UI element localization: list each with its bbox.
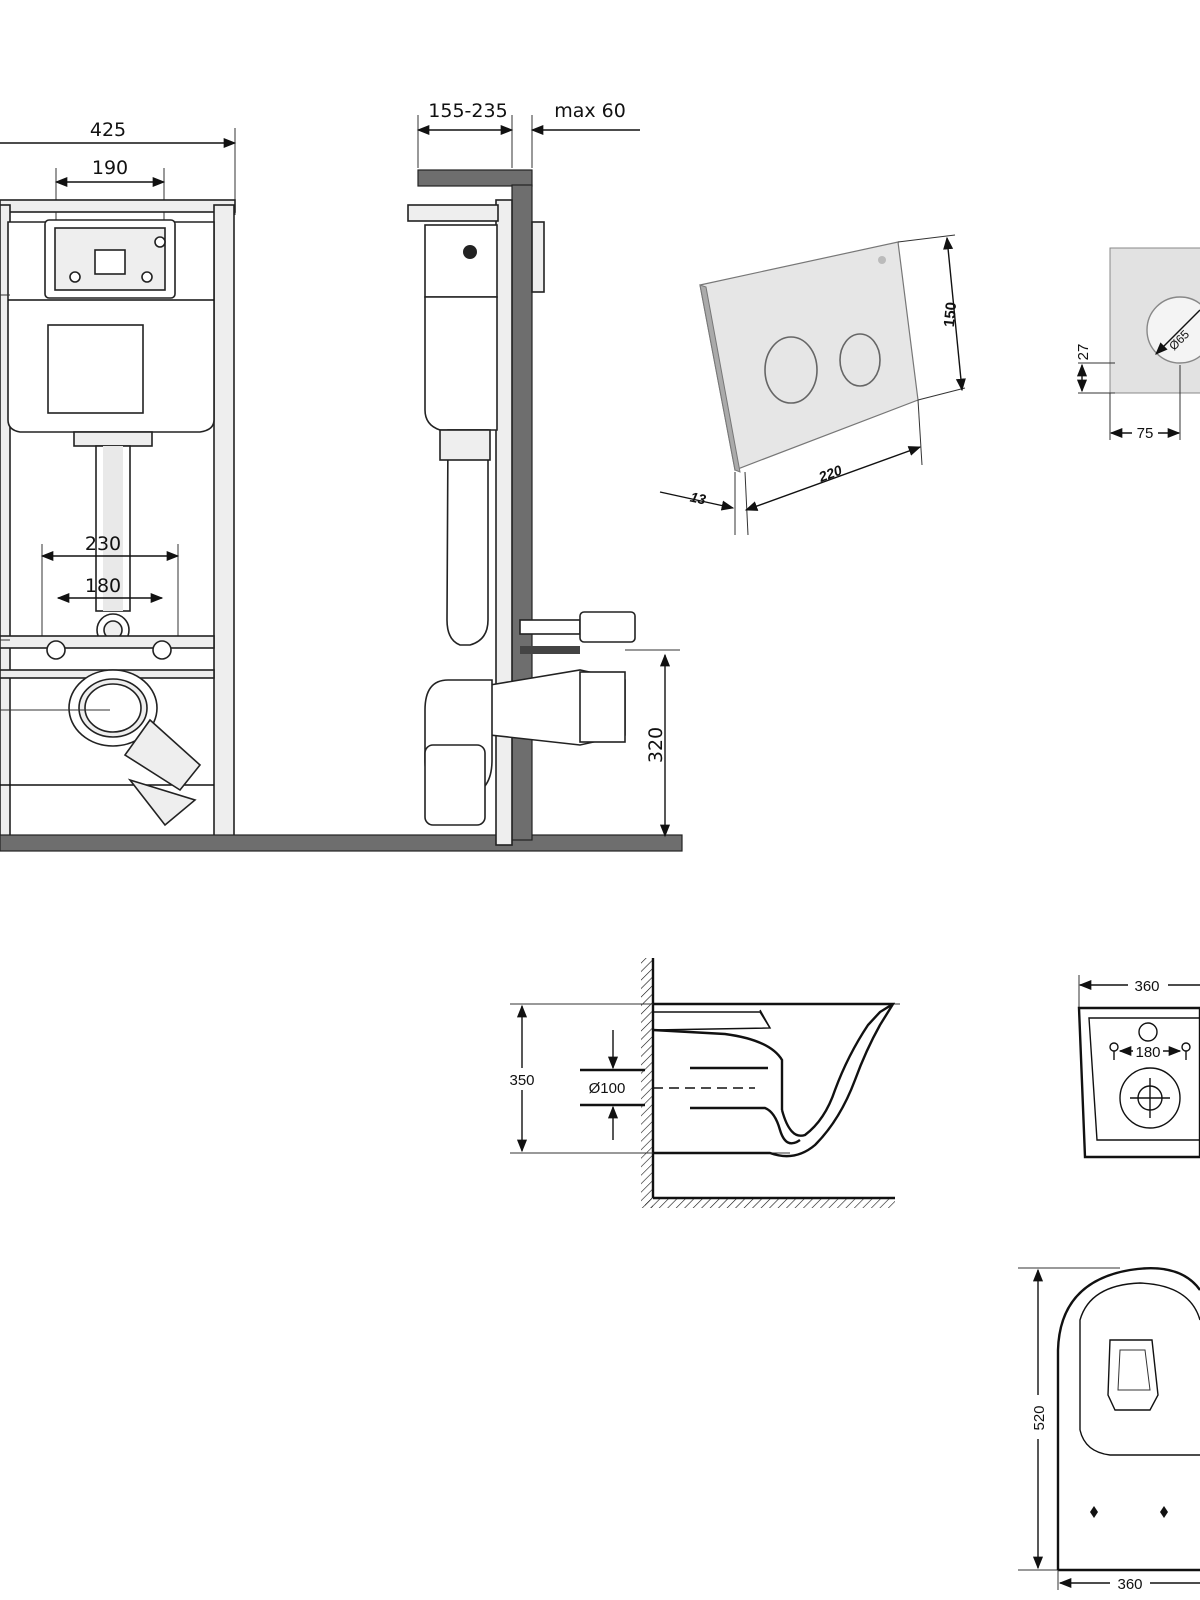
rear-outlet <box>1119 1067 1181 1129</box>
dim-label-150: 150 <box>941 301 961 328</box>
dim-label-13: 13 <box>689 489 708 508</box>
dim-label-75: 75 <box>1137 425 1154 442</box>
flush-plate-side <box>531 221 545 293</box>
dim-line-d65 <box>1155 309 1200 355</box>
frame-top-rail <box>0 199 236 213</box>
cistern-access-panel <box>47 324 144 414</box>
wall-top-cap <box>417 169 533 187</box>
dim-label-180: 180 <box>85 575 121 597</box>
dim-line-150 <box>943 236 966 392</box>
flush-button-small <box>839 333 881 387</box>
dim-line-13 <box>659 491 735 511</box>
floor-slab <box>0 834 683 852</box>
wall-hatch <box>641 958 653 1208</box>
dim-label-d100: Ø100 <box>589 1080 626 1097</box>
flush-button-large <box>764 336 818 404</box>
bowl-top-outline <box>1056 1267 1200 1570</box>
flush-plate-front-detail: Ø65 27 75 <box>1075 247 1200 442</box>
bowl-rear-view: 360 180 <box>1077 975 1200 1159</box>
bowl-drain-hole <box>1107 1339 1159 1411</box>
dim-label-230: 230 <box>85 533 121 555</box>
bolt-right <box>152 640 172 660</box>
front-view: 425 190 230 180 <box>0 119 683 852</box>
dim-label-190: 190 <box>92 157 128 179</box>
side-frame-upright <box>495 199 513 846</box>
fixing-point-left <box>1090 1506 1098 1518</box>
dim-label-220: 220 <box>816 462 845 485</box>
dim-line-220 <box>744 446 922 511</box>
floor-hatch <box>645 1198 895 1208</box>
bowl-top-view: 520 360 <box>1018 1267 1200 1593</box>
dim-label-rear-180: 180 <box>1135 1044 1160 1061</box>
bolt-left <box>46 640 66 660</box>
side-cistern-body <box>424 296 498 431</box>
dim-label-max60: max 60 <box>554 100 626 122</box>
flush-plate-perspective: 150 220 13 <box>659 234 966 536</box>
bowl-outline <box>653 1002 896 1158</box>
side-cistern-top <box>424 224 498 298</box>
side-flush-pipe <box>446 429 489 646</box>
bowl-rear-outline <box>1077 1006 1200 1159</box>
bolt-rail <box>0 635 215 649</box>
dim-label-155-235: 155-235 <box>428 100 507 122</box>
fixing-point-right <box>1160 1506 1168 1518</box>
dim-label-425: 425 <box>90 119 126 141</box>
flush-connector <box>519 619 581 635</box>
dim-label-top-360: 360 <box>1117 1576 1142 1593</box>
frame-right-upright <box>213 204 235 846</box>
wall-section <box>511 184 533 841</box>
bowl-side-section: 350 Ø100 <box>500 958 900 1208</box>
dim-label-rear-360: 360 <box>1134 978 1159 995</box>
dim-label-350: 350 <box>509 1072 534 1089</box>
dim-label-320: 320 <box>645 727 667 763</box>
side-view: 155-235 max 60 320 <box>407 100 680 846</box>
dim-label-top-520: 520 <box>1031 1405 1048 1430</box>
dim-label-27: 27 <box>1075 344 1092 361</box>
